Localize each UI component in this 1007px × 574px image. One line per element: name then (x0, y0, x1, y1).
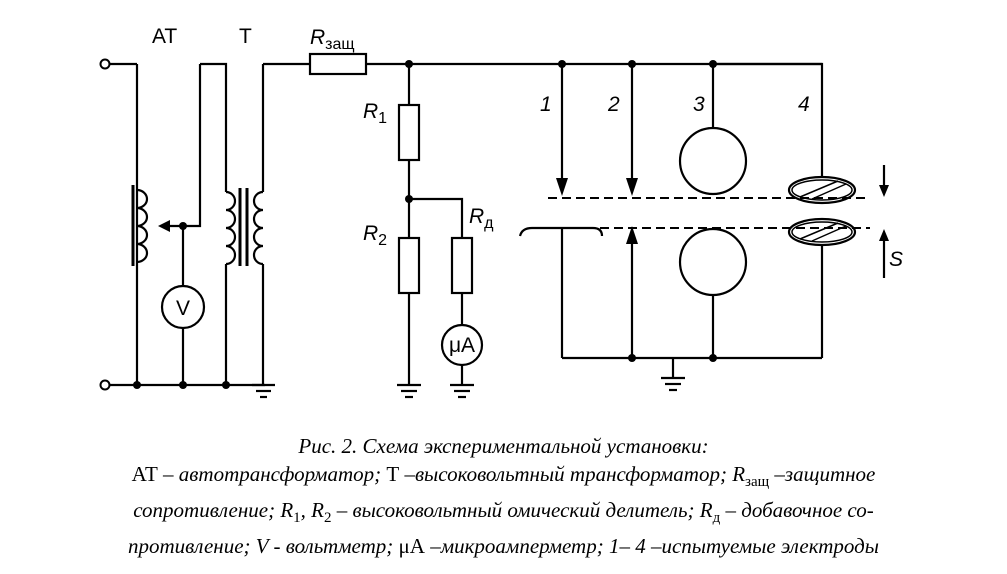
caption-run: –микроамперметр; (424, 534, 609, 559)
caption-run: R (311, 498, 324, 523)
ground-symbol-transformer (252, 383, 275, 399)
input-terminal-top (99, 58, 137, 70)
caption-run: μА (398, 534, 425, 559)
ground-symbol-microammeter (450, 383, 474, 399)
label-r2: R2 (363, 222, 387, 249)
label-transformer: Т (239, 25, 252, 48)
caption-line-3: противление; V - вольтметр; μА –микроамп… (0, 532, 1007, 560)
caption-run: – автотрансформатор; (157, 462, 387, 486)
resistor-r2 (397, 236, 421, 295)
electrode-3 (678, 64, 748, 362)
caption-run: –защитное (769, 462, 876, 486)
microammeter: μА (440, 323, 484, 367)
autotransformer (131, 64, 202, 385)
gap-dimension: S (879, 165, 903, 278)
caption-run: R (280, 498, 294, 523)
label-r1: R1 (363, 100, 387, 127)
autotransformer-slider-arrow (158, 220, 170, 232)
caption-line-1: АТ – автотрансформатор; Т –высоковольтны… (0, 460, 1007, 496)
caption-run: R (699, 498, 713, 523)
caption-title: Рис. 2. Схема экспериментальной установк… (298, 434, 709, 458)
microammeter-label: μА (449, 334, 475, 357)
ground-symbol-electrodes (661, 376, 685, 392)
voltmeter-label: V (176, 297, 190, 320)
label-r-protective: Rзащ (310, 26, 355, 53)
caption-line-2: сопротивление; R1, R2 – высоковольтный о… (0, 496, 1007, 532)
caption-run: –высоковольтный трансформатор; (399, 462, 733, 486)
electrode-2 (626, 64, 638, 362)
voltmeter: V (160, 284, 206, 330)
label-electrode-1: 1 (540, 93, 552, 116)
figure-caption: Рис. 2. Схема экспериментальной установк… (0, 432, 1007, 560)
caption-run: 1 (293, 510, 301, 527)
ground-symbol-r2 (397, 383, 421, 399)
caption-run: R (732, 462, 746, 486)
electrode-1 (518, 64, 604, 358)
resistor-r1 (397, 103, 421, 162)
caption-run: V (255, 534, 269, 559)
label-electrode-2: 2 (607, 93, 620, 116)
transformer (200, 62, 310, 385)
gap-label: S (889, 248, 903, 271)
caption-run: Т (386, 462, 400, 486)
caption-run: – высоковольтный омический делитель; (331, 498, 700, 523)
label-electrode-3: 3 (693, 93, 705, 116)
electrode-4 (713, 62, 857, 358)
label-electrode-4: 4 (798, 93, 810, 116)
caption-run: противление; (128, 534, 256, 559)
resistor-rd (450, 236, 474, 295)
caption-run: 2 (323, 510, 332, 527)
caption-run: АТ (131, 462, 158, 486)
resistor-r-protective (308, 52, 368, 76)
voltage-divider (397, 60, 474, 385)
caption-run: - вольтметр; (268, 534, 399, 559)
caption-run: защ (745, 474, 770, 491)
label-rd: Rд (469, 205, 494, 232)
caption-run: д (712, 510, 721, 527)
caption-run: – добавочное со- (720, 498, 874, 523)
label-autotransformer: АТ (152, 25, 177, 48)
caption-run: сопротивление; (133, 498, 281, 523)
caption-run: –испытуемые электроды (645, 534, 879, 559)
caption-run: , (300, 498, 312, 523)
caption-run: 1– 4 (608, 534, 646, 559)
circuit-diagram: V μА (99, 25, 903, 399)
